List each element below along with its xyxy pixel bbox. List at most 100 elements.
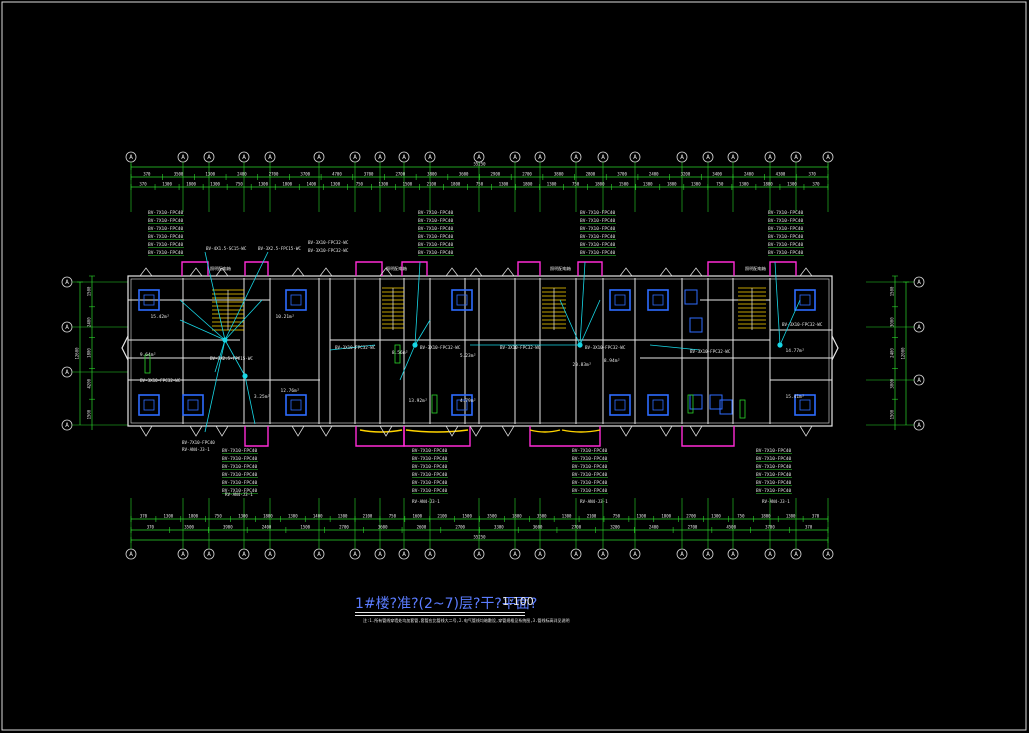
bed-fixture-inner <box>290 399 302 411</box>
circuit-tag: BV-7X10-FPC40 <box>572 488 608 494</box>
dim-top-row2-value: 1300 <box>379 182 389 187</box>
panel-label: 照明配电箱 <box>550 265 571 272</box>
dim-bottom-row1-value: 1800 <box>761 514 771 519</box>
axis-bubble-top-label: A <box>633 154 637 161</box>
axis-bubble-bottom-label: A <box>538 551 542 558</box>
dim-bottom-row2-value: 2400 <box>262 525 272 530</box>
circuit-tag: BV-7X10-FPC40 <box>418 218 454 224</box>
circuit-tag: BV-7X10-FPC40 <box>412 488 448 494</box>
circuit-tag: BV-7X10-FPC40 <box>148 210 184 216</box>
axis-bubble-bottom-label: A <box>794 551 798 558</box>
table-fixture <box>689 394 703 410</box>
window-bottom <box>139 425 153 437</box>
dim-bottom-row2-value: 3500 <box>184 525 194 530</box>
left-end-notch <box>121 335 129 361</box>
dim-top-row2-value: 2100 <box>427 182 437 187</box>
bed-fixture <box>451 394 473 416</box>
table-fixture <box>719 399 733 415</box>
dim-bottom-row2-value: 2700 <box>571 525 581 530</box>
room-area: 5.23m² <box>460 353 476 359</box>
axis-bubble-bottom-label: A <box>242 551 246 558</box>
dim-bottom-row1-value: 1300 <box>636 514 646 519</box>
dim-left-value: 2400 <box>87 317 92 327</box>
dim-left-value: 1800 <box>87 348 92 358</box>
dim-top-row1-value: 3200 <box>681 172 691 177</box>
balcony-top <box>181 261 209 276</box>
circuit-tag: BV-7X10-FPC40 <box>412 472 448 478</box>
axis-bubble-bottom-label: A <box>633 551 637 558</box>
balcony-rails <box>359 429 601 433</box>
window-top <box>319 267 333 277</box>
window-bottom <box>799 425 813 437</box>
circuit-tag: BV-7X10-FPC40 <box>222 488 258 494</box>
window-bottom <box>689 425 703 437</box>
drawing-note: 注:1.所有管线穿墙处均加套管,套管应比管线大二号,2.电气管线均暗敷设,穿管规… <box>363 618 570 623</box>
dim-top-row1-value: 370 <box>809 172 817 177</box>
window-bottom <box>379 425 393 437</box>
dim-top-row1-value: 2800 <box>586 172 596 177</box>
dim-top-row1-value: 3700 <box>617 172 627 177</box>
dim-top-row1-value: 4300 <box>776 172 786 177</box>
junction-node <box>777 342 783 348</box>
circuit-tag: RV-AN4-J3-1 <box>762 499 790 504</box>
circuit-tag: BV-3X10-FPC32-WC <box>420 345 461 350</box>
window-top <box>619 267 633 277</box>
bed-fixture-inner <box>614 294 626 306</box>
dim-right-value: 1500 <box>890 409 895 419</box>
circuit-tag: BV-7X10-FPC40 <box>768 234 804 240</box>
dim-bottom-row1-value: 1300 <box>711 514 721 519</box>
dim-top-row2-value: 1500 <box>403 182 413 187</box>
bed-fixture-inner <box>143 399 155 411</box>
dim-bottom-row2-value: 370 <box>147 525 155 530</box>
dim-top-row1-value: 370 <box>143 172 151 177</box>
circuit-tag: BV-7X10-FPC40 <box>572 480 608 486</box>
dim-bottom-row1-value: 1800 <box>263 514 273 519</box>
circuit-tag: RV-AN4-J3-1 <box>225 492 253 497</box>
axis-bubble-top-label: A <box>268 154 272 161</box>
circuit-tag: BV-7X10-FPC40 <box>572 464 608 470</box>
table-fixture <box>684 289 698 305</box>
bed-fixture <box>647 289 669 311</box>
axis-bubble-bottom-label: A <box>129 551 133 558</box>
circuit-tag: BV-7X10-FPC40 <box>580 226 616 232</box>
drawing-scale: 1:100 <box>502 595 534 608</box>
room-area: 15.41m² <box>786 394 805 400</box>
electrical-circuits <box>179 251 801 433</box>
room-area: 13.92m² <box>409 398 428 404</box>
circuit-tag: BV-7X10-FPC40 <box>222 464 258 470</box>
dim-top-row1-value: 3700 <box>300 172 310 177</box>
dim-bottom-row1-value: 750 <box>613 514 621 519</box>
dim-bottom-row1-value: 1400 <box>313 514 323 519</box>
dim-bottom-row2-value: 3200 <box>610 525 620 530</box>
bed-fixture-inner <box>799 399 811 411</box>
dim-top-row1-value: 3800 <box>554 172 564 177</box>
circuit-tag: BV-7X10-FPC40 <box>756 448 792 454</box>
stairwells <box>212 287 766 331</box>
dim-bottom-row1-value: 750 <box>215 514 223 519</box>
window-bottom <box>189 425 203 437</box>
circuit-tag: BV-7X10-FPC40 <box>222 456 258 462</box>
circuit-tag: BV-7X10-FPC40 <box>412 456 448 462</box>
room-area: 14.77m² <box>786 348 805 354</box>
title-underline <box>355 612 525 613</box>
circuit-tag: BV-7X10-FPC40 <box>768 250 804 256</box>
dim-top-row1-value: 3500 <box>174 172 184 177</box>
appliance-fixture <box>394 344 401 364</box>
balcony-top <box>707 261 735 276</box>
dim-top-row2-value: 1300 <box>330 182 340 187</box>
bed-fixture <box>138 289 160 311</box>
window-top <box>469 267 483 277</box>
dim-bottom-row2-value: 2700 <box>339 525 349 530</box>
dim-top-row2-value: 1800 <box>186 182 196 187</box>
dim-top-row2-value: 1800 <box>282 182 292 187</box>
balcony-rail <box>529 429 561 433</box>
dim-bottom-row1-value: 3500 <box>487 514 497 519</box>
dim-bottom-row1-value: 750 <box>737 514 745 519</box>
circuit-run <box>414 261 421 346</box>
window-bottom <box>659 425 673 437</box>
junction-node <box>222 337 228 343</box>
circuit-tag: BV-7X10-FPC40 <box>572 456 608 462</box>
